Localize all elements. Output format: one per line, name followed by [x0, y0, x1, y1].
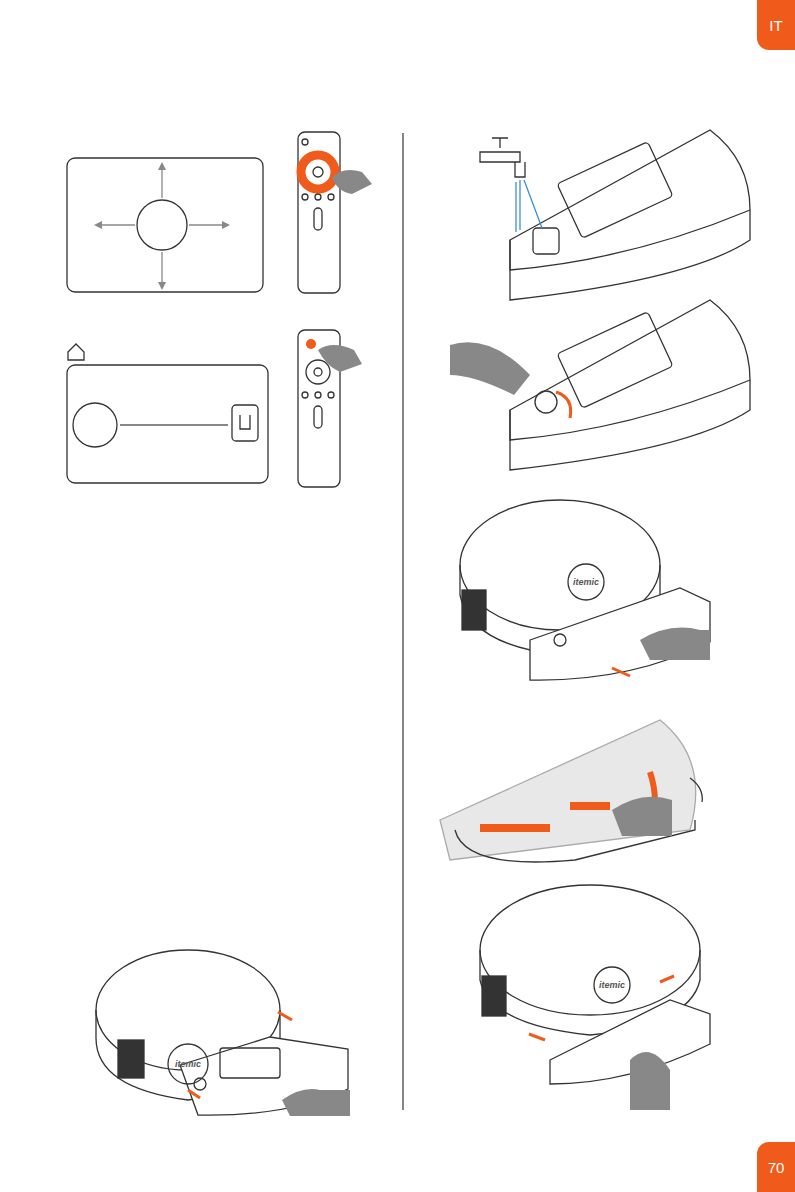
tab-text: 70 [768, 1159, 785, 1176]
brand-logo: itemic [573, 578, 599, 587]
brand-logo: itemic [599, 981, 625, 990]
page-tab: 70 [757, 1142, 795, 1192]
brand-logo: itemic [175, 1060, 201, 1069]
tab-text: IT [769, 17, 782, 34]
page-tab: IT [757, 0, 795, 50]
